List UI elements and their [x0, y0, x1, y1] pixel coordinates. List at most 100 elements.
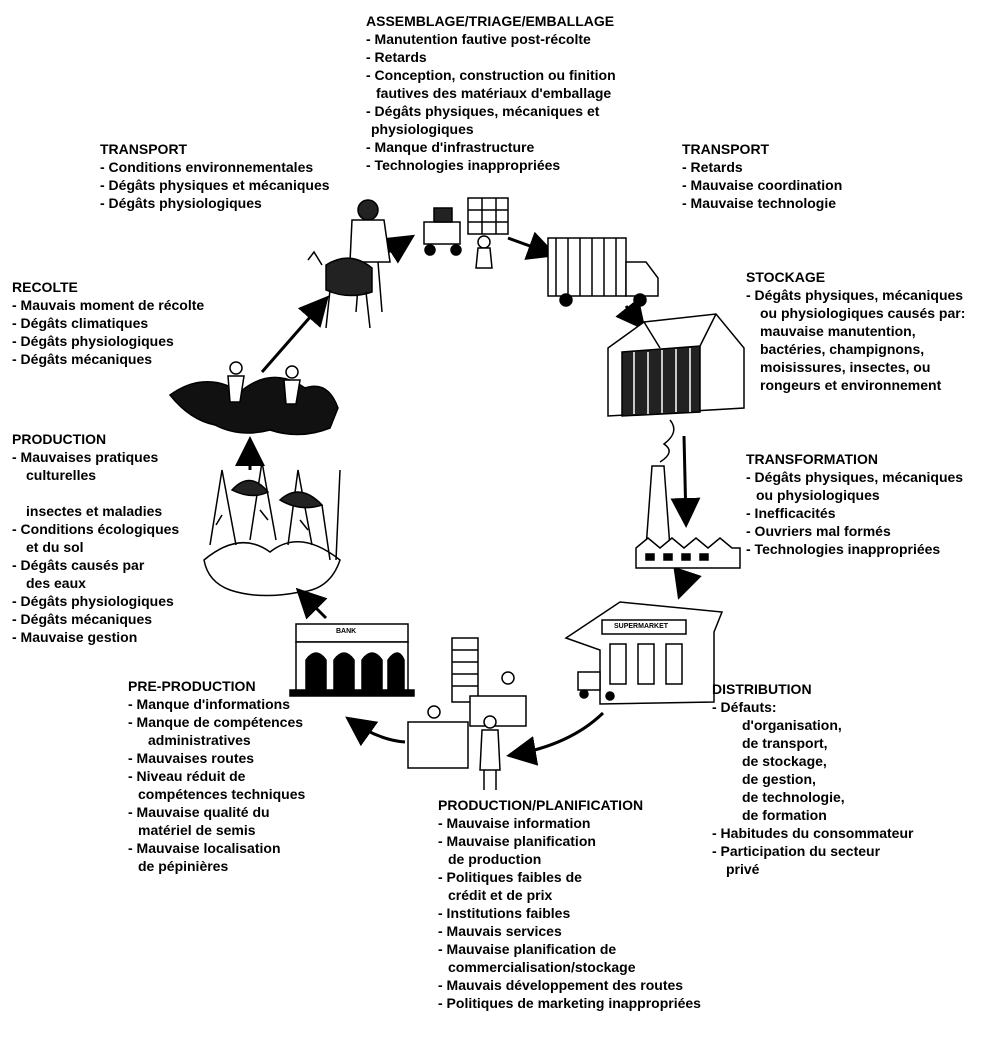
- stage-item: - Mauvaise gestion: [12, 629, 138, 645]
- stage-item: - Mauvaises pratiques: [12, 449, 159, 465]
- stage-item: - Dégâts causés par: [12, 557, 145, 573]
- stage-item: - Conception, construction ou finition: [366, 67, 616, 83]
- stage-item: - Dégâts physiques, mécaniques: [746, 469, 964, 485]
- stage-item: - Dégâts physiques, mécaniques: [746, 287, 964, 303]
- arrow-truck-to-stockage: [615, 297, 646, 331]
- stage-item: - Dégâts physiologiques: [100, 195, 262, 211]
- stage-item: - Participation du secteur: [712, 843, 881, 859]
- stage-item: - Retards: [682, 159, 743, 175]
- stage-item: - Manutention fautive post-récolte: [366, 31, 591, 47]
- stage-item: - Conditions écologiques: [12, 521, 180, 537]
- stage-item: commercialisation/stockage: [448, 959, 636, 975]
- stage-recolte: RECOLTE - Mauvais moment de récolte - Dé…: [12, 278, 204, 368]
- stage-title: PRODUCTION/PLANIFICATION: [438, 797, 644, 813]
- stage-item: crédit et de prix: [448, 887, 553, 903]
- stage-item: [12, 484, 179, 502]
- crops-illustration: [203, 461, 341, 597]
- stage-item: de formation: [742, 807, 827, 823]
- stage-item: - Dégâts physiques, mécaniques et: [366, 103, 600, 119]
- bank-sign: BANK: [336, 628, 357, 635]
- stage-item: ou physiologiques causés par:: [760, 305, 966, 321]
- stage-transformation: TRANSFORMATION - Dégâts physiques, mécan…: [746, 450, 963, 558]
- stage-item: - Dégâts physiques et mécaniques: [100, 177, 330, 193]
- arrow-planification-to-preproduction: [345, 716, 406, 747]
- stage-item: privé: [726, 861, 760, 877]
- stage-item: d'organisation,: [742, 717, 842, 733]
- stage-title: DISTRIBUTION: [712, 681, 812, 697]
- factory-illustration: [635, 419, 741, 569]
- stage-title: STOCKAGE: [746, 269, 826, 285]
- stage-planification: PRODUCTION/PLANIFICATION - Mauvaise info…: [438, 796, 701, 1012]
- stage-item: de transport,: [742, 735, 828, 751]
- stage-item: - Conditions environnementales: [100, 159, 314, 175]
- stage-item: administratives: [148, 732, 251, 748]
- truck-illustration: [547, 237, 659, 307]
- arrow-stockage-to-transformation: [670, 435, 701, 528]
- stage-item: culturelles: [26, 467, 97, 483]
- stage-item: - Retards: [366, 49, 427, 65]
- stage-item: - Mauvais développement des routes: [438, 977, 684, 993]
- stage-item: - Dégâts mécaniques: [12, 351, 153, 367]
- stage-item: - Mauvaise qualité du: [128, 804, 270, 820]
- stage-item: - Inefficacités: [746, 505, 836, 521]
- stage-item: - Technologies inappropriées: [746, 541, 941, 557]
- stage-title: RECOLTE: [12, 279, 78, 295]
- stage-item: ou physiologiques: [756, 487, 880, 503]
- stage-item: - Manque d'informations: [128, 696, 290, 712]
- stage-item: - Mauvaise coordination: [682, 177, 843, 193]
- stage-item: - Mauvais moment de récolte: [12, 297, 205, 313]
- stage-stockage: STOCKAGE - Dégâts physiques, mécaniques …: [746, 268, 965, 394]
- supermarket-illustration: [564, 601, 724, 705]
- arrow-recolte-to-transport: [260, 295, 329, 373]
- donkey-transport-illustration: [307, 199, 391, 329]
- stage-item: - Manque de compétences: [128, 714, 304, 730]
- stage-item: - Dégâts climatiques: [12, 315, 149, 331]
- stage-item: et du sol: [26, 539, 84, 555]
- harvest-illustration: [168, 361, 339, 436]
- stage-item: physiologiques: [371, 121, 474, 137]
- stage-item: - Mauvaise planification de: [438, 941, 617, 957]
- office-illustration: [407, 637, 527, 790]
- storage-illustration: [607, 313, 745, 417]
- stage-item: - Mauvaises routes: [128, 750, 255, 766]
- stage-item: - Politiques faibles de: [438, 869, 582, 885]
- stage-item: insectes et maladies: [26, 503, 163, 519]
- stage-item: - Dégâts mécaniques: [12, 611, 153, 627]
- stage-item: de pépinières: [138, 858, 229, 874]
- stage-item: mauvaise manutention,: [760, 323, 916, 339]
- stage-item: - Mauvaise planification: [438, 833, 596, 849]
- stage-transport-right: TRANSPORT - Retards - Mauvaise coordinat…: [682, 140, 842, 212]
- stage-title: PRE-PRODUCTION: [128, 678, 256, 694]
- stage-item: - Défauts:: [712, 699, 777, 715]
- stage-item: des eaux: [26, 575, 86, 591]
- stage-item: de technologie,: [742, 789, 845, 805]
- stage-title: ASSEMBLAGE/TRIAGE/EMBALLAGE: [366, 13, 615, 29]
- stage-preproduction: PRE-PRODUCTION - Manque d'informations -…: [128, 677, 305, 875]
- stage-item: rongeurs et environnement: [760, 377, 942, 393]
- arrow-preproduction-to-production: [295, 587, 328, 620]
- stage-item: - Institutions faibles: [438, 905, 571, 921]
- stage-item: - Dégâts physiologiques: [12, 333, 174, 349]
- stage-item: compétences techniques: [138, 786, 306, 802]
- bank-illustration: [289, 623, 415, 697]
- stage-title: TRANSPORT: [682, 141, 770, 157]
- stage-item: fautives des matériaux d'emballage: [376, 85, 612, 101]
- stage-transport-left: TRANSPORT - Conditions environnementales…: [100, 140, 330, 212]
- arrow-assemblage-to-truck: [507, 231, 558, 260]
- stage-item: - Dégâts physiologiques: [12, 593, 174, 609]
- stage-distribution: DISTRIBUTION - Défauts: d'organisation, …: [712, 680, 913, 878]
- stage-item: - Ouvriers mal formés: [746, 523, 891, 539]
- stage-item: - Manque d'infrastructure: [366, 139, 535, 155]
- stage-item: de gestion,: [742, 771, 816, 787]
- stage-item: - Technologies inappropriées: [366, 157, 561, 173]
- stage-title: TRANSPORT: [100, 141, 188, 157]
- arrow-distribution-to-planification: [506, 711, 605, 766]
- stage-item: - Niveau réduit de: [128, 768, 246, 784]
- stage-item: de production: [448, 851, 542, 867]
- stage-item: - Mauvaise information: [438, 815, 591, 831]
- stage-item: - Mauvais services: [438, 923, 562, 939]
- arrow-transformation-to-distribution: [673, 566, 702, 600]
- stage-title: TRANSFORMATION: [746, 451, 878, 467]
- stage-item: - Mauvaise localisation: [128, 840, 281, 856]
